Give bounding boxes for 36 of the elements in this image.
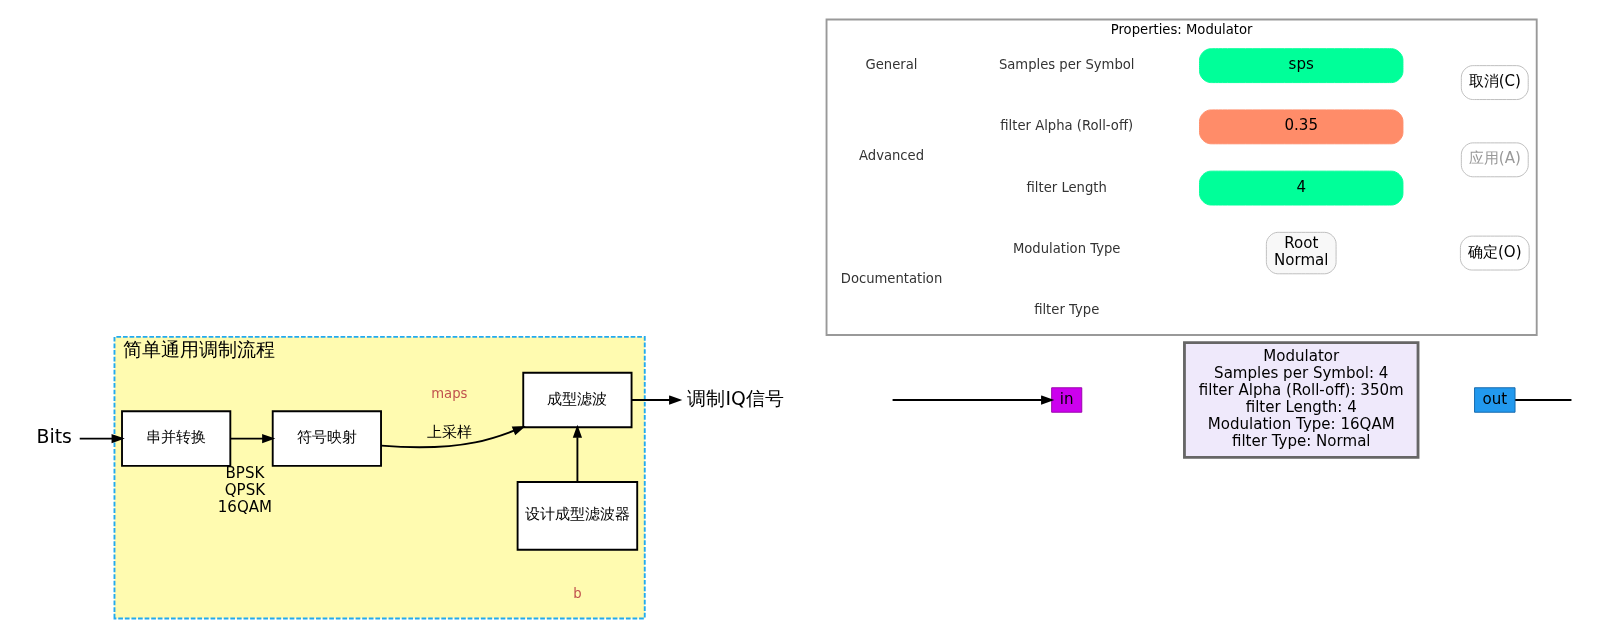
arrow xyxy=(379,425,526,449)
label: Advanced xyxy=(858,148,924,164)
connector xyxy=(1513,399,1572,401)
label: Documentation xyxy=(840,270,942,286)
label: filter Type xyxy=(1033,302,1099,318)
label: filter Alpha (Roll-off) xyxy=(999,118,1133,134)
node-box: in xyxy=(1050,387,1082,413)
label: Samples per Symbol xyxy=(998,57,1134,73)
node-box: 取消(C) xyxy=(1460,65,1529,100)
node-label: 16QAM xyxy=(217,497,272,516)
label: b xyxy=(572,585,582,601)
node-box: 确定(O) xyxy=(1459,235,1530,271)
node-box: out xyxy=(1473,387,1515,413)
arrow xyxy=(78,434,125,444)
node-box: 应用(A) xyxy=(1460,142,1529,178)
node-box: 成型滤波 xyxy=(521,371,632,429)
node-box: 串并转换 xyxy=(120,410,231,467)
edge-label: 上采样 xyxy=(426,423,472,442)
node-box: 设计成型滤波器 xyxy=(516,481,638,551)
node-box: sps xyxy=(1198,48,1403,84)
node-box: Root Normal xyxy=(1265,231,1337,275)
node-box: 0.35 xyxy=(1198,109,1403,145)
label: General xyxy=(865,57,917,73)
node-box: 符号映射 xyxy=(271,410,382,467)
node-label: QPSK xyxy=(224,480,265,499)
arrow xyxy=(891,395,1054,405)
arrow xyxy=(229,434,275,444)
node-text: 调制IQ信号 xyxy=(686,387,784,409)
label: Modulation Type xyxy=(1012,240,1120,256)
label: maps xyxy=(430,385,467,401)
label: filter Length xyxy=(1026,179,1107,195)
arrow xyxy=(630,395,682,405)
node-box: 4 xyxy=(1198,170,1403,206)
arrow xyxy=(572,424,582,483)
node-box: Modulator Samples per Symbol: 4 filter Alpha (Roll-off): 350m filter Length: 4 Modulation Type: 16QAM filter Type: Normal xyxy=(1182,341,1419,459)
node-text: Bits xyxy=(36,426,72,448)
